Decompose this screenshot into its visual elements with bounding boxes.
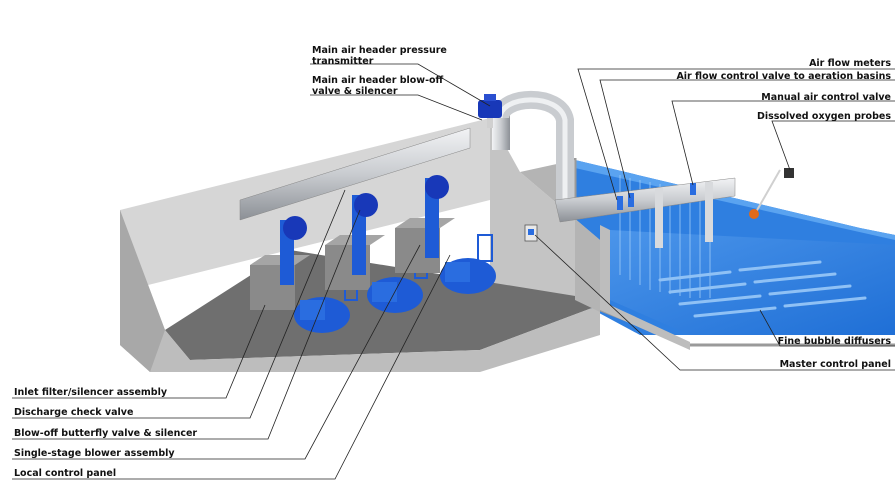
- label-inlet-filter-silencer: Inlet filter/silencer assembly: [14, 387, 167, 398]
- fine-bubble-diffusers: [658, 260, 867, 318]
- label-text: Local control panel: [14, 468, 117, 479]
- label-manual-air-control-valve: Manual air control valve: [761, 92, 891, 103]
- blower-unit-3: [395, 175, 496, 294]
- label-blowoff-butterfly-valve: Blow-off butterfly valve & silencer: [14, 428, 197, 439]
- label-fine-bubble-diffusers: Fine bubble diffusers: [778, 336, 891, 347]
- label-discharge-check-valve: Discharge check valve: [14, 407, 133, 418]
- air-flow-meter: [617, 196, 623, 210]
- blower-units: [250, 175, 496, 333]
- label-dissolved-oxygen-probes: Dissolved oxygen probes: [757, 111, 891, 122]
- label-main-air-header-blowoff: Main air header blow-off valve & silence…: [312, 75, 443, 97]
- blower-unit-1: [250, 216, 358, 333]
- label-text: Master control panel: [779, 359, 891, 370]
- blower-unit-2: [325, 193, 428, 313]
- label-local-control-panel: Local control panel: [14, 468, 116, 479]
- main-air-header: [239, 91, 736, 248]
- basin-water-surface: [610, 230, 895, 335]
- valve-icon: [478, 94, 502, 128]
- label-text: Blow-off butterfly valve & silencer: [14, 428, 198, 439]
- label-master-control-panel: Master control panel: [780, 359, 891, 370]
- motor-icon: [283, 216, 307, 240]
- label-air-flow-meters: Air flow meters: [809, 58, 891, 69]
- label-text: Manual air control valve: [761, 92, 891, 103]
- label-single-stage-blower: Single-stage blower assembly: [14, 448, 175, 459]
- label-text: Dissolved oxygen probes: [756, 111, 891, 122]
- label-text: Discharge check valve: [14, 407, 134, 418]
- label-air-flow-control-valve: Air flow control valve to aeration basin…: [676, 71, 891, 82]
- label-main-air-header-pressure-transmitter: Main air header pressure transmitter: [312, 45, 447, 67]
- label-text: Main air header blow-off valve & silence…: [312, 75, 444, 97]
- label-text: Main air header pressure transmitter: [312, 45, 447, 67]
- leader-lines: [12, 63, 895, 480]
- label-text: Air flow meters: [809, 58, 891, 69]
- manual-air-control-valve: [690, 183, 696, 195]
- label-text: Inlet filter/silencer assembly: [14, 387, 168, 398]
- probe-icon: [749, 168, 794, 219]
- label-text: Fine bubble diffusers: [777, 336, 891, 347]
- label-text: Single-stage blower assembly: [14, 448, 175, 459]
- label-text: Air flow control valve to aeration basin…: [676, 71, 891, 82]
